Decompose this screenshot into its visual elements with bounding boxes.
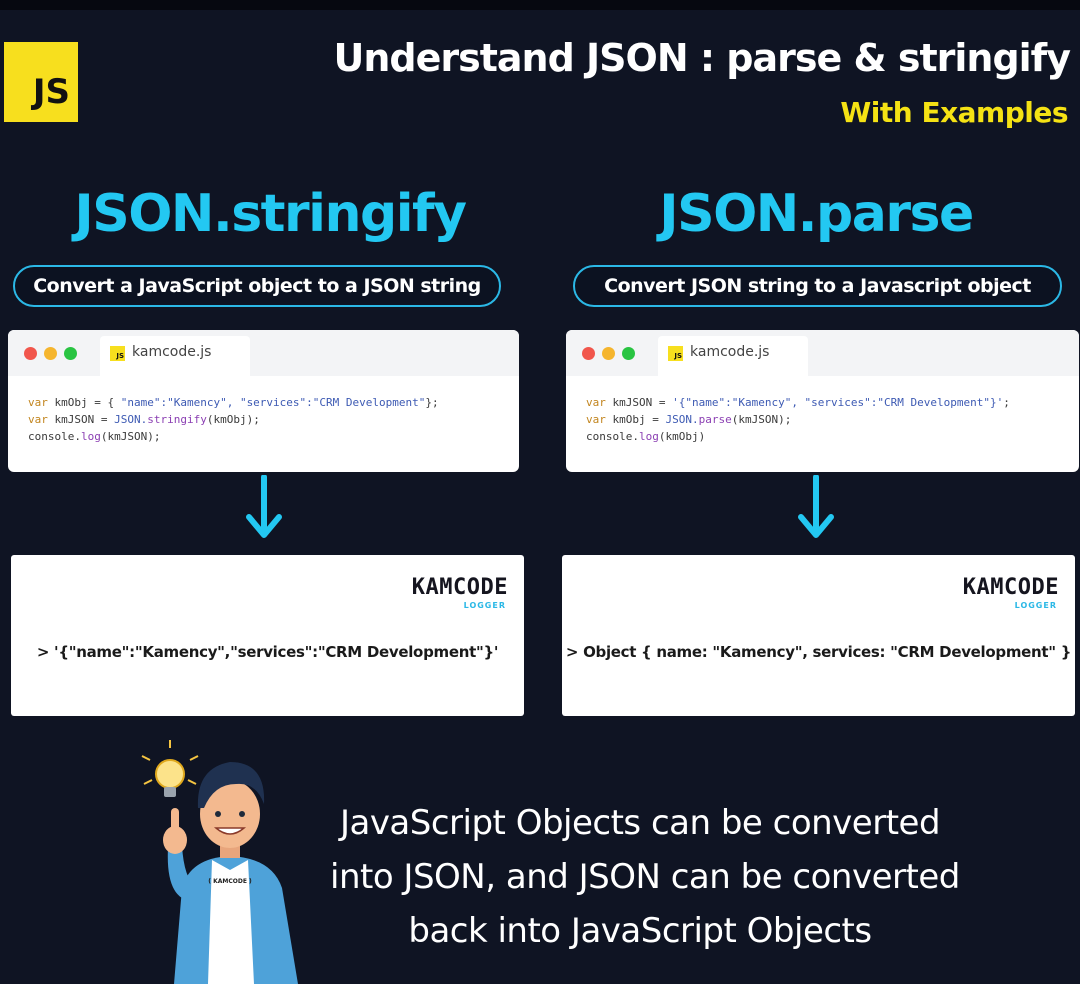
code-keyword: var [28,396,48,409]
editor-titlebar: JS kamcode.js [8,330,519,376]
arrow-down-icon [246,475,282,538]
code-keyword: var [586,396,606,409]
caption: JavaScript Objects can be converted into… [330,796,960,958]
minimize-window-dot-icon [44,347,57,360]
minimize-window-dot-icon [602,347,615,360]
code-keyword: var [28,413,48,426]
logger-label: LOGGER [1014,601,1057,610]
maximize-window-dot-icon [64,347,77,360]
kamcode-brand: KAMCODE [962,575,1059,600]
code-function: log [80,430,101,443]
code-function: log [638,430,659,443]
code-text: (kmJSON); [100,430,161,443]
editor-file-tab[interactable] [100,336,250,376]
stringify-description: Convert a JavaScript object to a JSON st… [13,265,501,307]
js-file-icon: JS [668,346,683,361]
code-text: kmObj = { [47,396,121,409]
top-strip [0,0,1080,10]
stringify-code-editor: JS kamcode.js var kmObj = { "name":"Kame… [8,330,519,472]
editor-titlebar: JS kamcode.js [566,330,1079,376]
page-title: Understand JSON : parse & stringify [333,36,1071,80]
js-logo-text: JS [32,72,70,112]
code-object: JSON. [114,413,148,426]
stringify-output-panel: KAMCODE LOGGER > '{"name":"Kamency","ser… [11,555,524,716]
code-text: }; [425,396,439,409]
code-text: kmJSON = [47,413,115,426]
parse-code-editor: JS kamcode.js var kmJSON = '{"name":"Kam… [566,330,1079,472]
code-string: '{"name":"Kamency", "services":"CRM Deve… [672,396,1004,409]
code-keyword: var [586,413,606,426]
stringify-code: var kmObj = { "name":"Kamency", "service… [28,394,513,445]
parse-output-panel: KAMCODE LOGGER > Object { name: "Kamency… [562,555,1075,716]
code-string: "name":"Kamency", "services":"CRM Develo… [120,396,426,409]
parse-code: var kmJSON = '{"name":"Kamency", "servic… [586,394,1073,445]
close-window-dot-icon [24,347,37,360]
arrow-down-icon [798,475,834,538]
stringify-heading: JSON.stringify [74,184,467,244]
caption-line-1: JavaScript Objects can be converted [339,803,941,843]
code-text: (kmJSON); [731,413,792,426]
maximize-window-dot-icon [622,347,635,360]
close-window-dot-icon [582,347,595,360]
code-text: kmJSON = [605,396,673,409]
js-file-icon: JS [110,346,125,361]
code-object: JSON. [665,413,699,426]
code-text: (kmObj) [658,430,706,443]
editor-file-name: kamcode.js [690,344,770,360]
developer-character-illustration: ( KAMCODE ) [141,740,298,984]
caption-line-3: back into JavaScript Objects [408,911,872,951]
code-text: (kmObj); [206,413,260,426]
code-text: console. [28,430,81,443]
code-text: ; [1003,396,1010,409]
parse-description: Convert JSON string to a Javascript obje… [573,265,1062,307]
editor-file-tab[interactable] [658,336,808,376]
code-text: console. [586,430,639,443]
js-logo: JS [4,42,78,122]
code-text: kmObj = [605,413,666,426]
code-function: parse [698,413,732,426]
caption-line-2: into JSON, and JSON can be converted [330,857,960,897]
parse-heading: JSON.parse [659,184,974,244]
editor-file-name: kamcode.js [132,344,212,360]
parse-output-text: > Object { name: "Kamency", services: "C… [565,643,1072,661]
stringify-output-text: > '{"name":"Kamency","services":"CRM Dev… [36,643,499,661]
shirt-logo-text: ( KAMCODE ) [208,878,252,885]
kamcode-brand: KAMCODE [411,575,508,600]
logger-label: LOGGER [463,601,506,610]
page-subtitle: With Examples [840,96,1068,129]
lightbulb-icon [141,740,199,797]
code-function: stringify [147,413,207,426]
